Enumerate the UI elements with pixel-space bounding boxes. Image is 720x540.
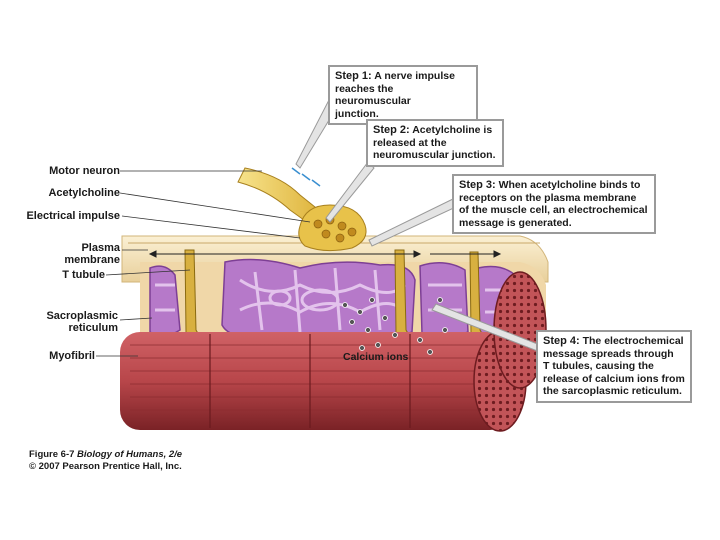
step-1-title: Step 1: — [335, 70, 372, 82]
label-sarcoplasmic-line2: reticulum — [68, 322, 118, 334]
step-2-line-1: Acetylcholine is — [412, 124, 493, 136]
step-4-line-2: message spreads through — [543, 347, 674, 360]
motor-neuron — [237, 167, 367, 252]
caption-copyright: © 2007 Pearson Prentice Hall, Inc. — [29, 461, 182, 472]
label-t-tubule: T tubule — [62, 269, 105, 281]
callout-step-2: Step 2: Acetylcholine is released at the… — [366, 119, 504, 167]
label-electrical-impulse: Electrical impulse — [26, 210, 120, 222]
myofibril — [120, 271, 547, 432]
step-4-line-4: release of calcium ions from — [543, 372, 685, 385]
step-2-line-2: released at the — [373, 136, 447, 149]
label-myofibril: Myofibril — [49, 350, 95, 362]
label-plasma-membrane: Plasma membrane — [20, 242, 120, 266]
reticulum-network — [155, 267, 515, 333]
step-1-line-3: junction. — [335, 107, 379, 120]
callout-step-3: Step 3: When acetylcholine binds to rece… — [452, 174, 656, 234]
label-plasma-line1: Plasma — [81, 242, 120, 254]
step-3-line-2: receptors on the plasma membrane — [459, 191, 637, 204]
caption-book: Biology of Humans, 2/e — [77, 449, 183, 460]
label-motor-neuron: Motor neuron — [49, 165, 120, 177]
label-calcium-ions: Calcium ions — [343, 351, 409, 363]
step-4-line-1: The electrochemical — [582, 335, 684, 347]
step-4-line-5: the sarcoplasmic reticulum. — [543, 385, 682, 397]
step-4-title: Step 4: — [543, 335, 580, 347]
step-3-line-3: of the muscle cell, an electrochemical — [459, 204, 648, 216]
label-sarcoplasmic-reticulum: Sacroplasmic reticulum — [20, 310, 118, 334]
impulse-arrows — [148, 250, 502, 258]
caption-figure: Figure 6-7 — [29, 449, 75, 460]
label-acetylcholine: Acetylcholine — [48, 187, 120, 199]
step-1-line-1: A nerve impulse — [374, 70, 455, 82]
step-1-line-2: reaches the neuromuscular — [335, 82, 411, 108]
leader-lines — [96, 170, 311, 357]
label-plasma-line2: membrane — [64, 254, 120, 266]
label-sarcoplasmic-line1: Sacroplasmic — [46, 310, 118, 322]
callout-step-1: Step 1: A nerve impulse reaches the neur… — [328, 65, 478, 125]
step-2-line-3: neuromuscular junction. — [373, 149, 496, 161]
callout-step-4: Step 4: The electrochemical message spre… — [536, 330, 692, 403]
step-2-title: Step 2: — [373, 124, 410, 136]
step-3-title: Step 3: — [459, 179, 496, 191]
figure-caption: Figure 6-7 Biology of Humans, 2/e © 2007… — [29, 449, 182, 473]
step-3-line-4: message is generated. — [459, 216, 572, 229]
callout-pointers — [295, 97, 541, 353]
step-4-line-3: T tubules, causing the — [543, 360, 654, 372]
step-3-line-1: When acetylcholine binds to — [498, 179, 641, 191]
